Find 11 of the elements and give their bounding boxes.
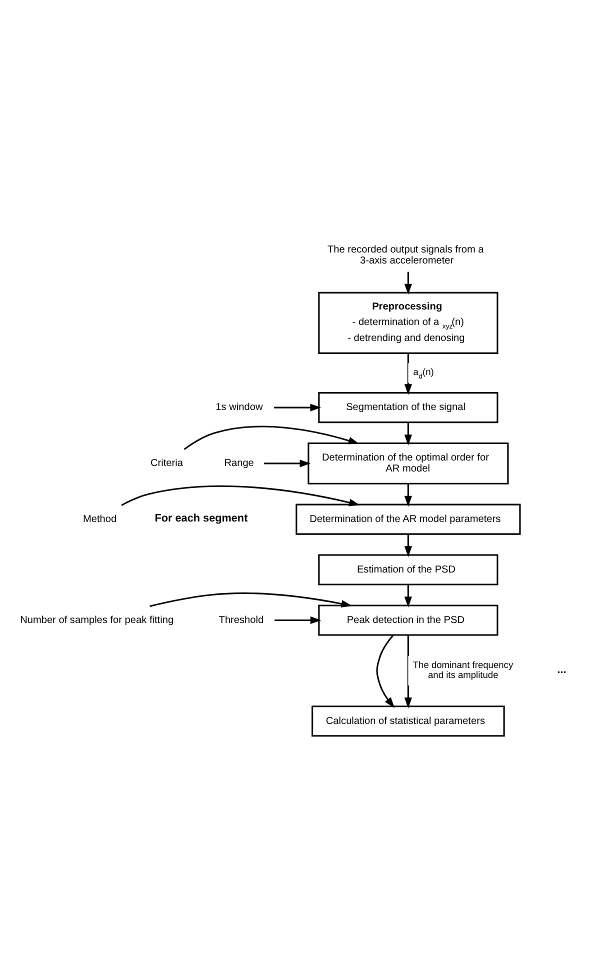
node-text: 1s window [216, 402, 263, 413]
node-text: Criteria [150, 458, 183, 469]
label: For each segment [154, 512, 248, 524]
node-text: Range [224, 458, 254, 469]
node-text: Number of samples for peak fitting [20, 614, 174, 626]
node-text: Threshold [218, 614, 264, 626]
edge-label: The dominant frequency and its amplitude [412, 660, 514, 680]
node-text: Method [82, 513, 117, 524]
label: ... [557, 663, 566, 676]
node-text: The recorded output signals from a 3-axis accelerometer [327, 244, 484, 266]
edge-label: a$_{d}$(n) [413, 366, 434, 380]
